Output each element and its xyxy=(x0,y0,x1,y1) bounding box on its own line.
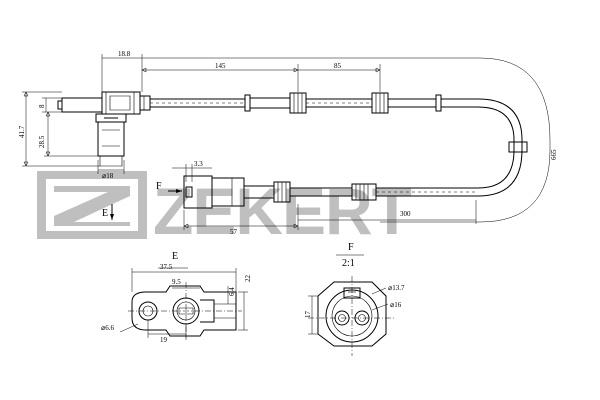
dim-28-5: 28.5 xyxy=(38,135,46,148)
dim-f-dia16: ⌀16 xyxy=(390,301,402,309)
view-arrow-f: F xyxy=(156,181,182,193)
dim-e-dia6-6: ⌀6.6 xyxy=(101,324,114,332)
dim-8: 8 xyxy=(38,104,46,108)
view-f-scale: 2:1 xyxy=(342,258,355,269)
dim-300: 300 xyxy=(400,210,411,218)
dim-665: 665 xyxy=(550,149,558,160)
view-e-arrow-label: E xyxy=(102,208,108,219)
dim-57: 57 xyxy=(230,228,238,236)
view-f-title: F xyxy=(348,242,354,253)
dim-e-22: 22 xyxy=(244,275,252,283)
view-e: E 37.5 9.5 6.4 22 ⌀6.6 19 xyxy=(101,251,252,344)
zekert-logo: ZEKERT xyxy=(37,171,413,248)
dim-e-6-4: 6.4 xyxy=(228,287,236,296)
dim-f-17: 17 xyxy=(304,311,312,319)
sensor-assembly xyxy=(57,91,151,167)
dim-e-19: 19 xyxy=(160,336,168,344)
dim-18-8: 18.8 xyxy=(118,50,131,58)
dim-41-7: 41.7 xyxy=(18,125,26,138)
dim-e-9-5: 9.5 xyxy=(172,278,181,286)
view-f-arrow-label: F xyxy=(156,181,162,192)
main-dimensions: 18.8 145 85 665 41.7 8 28.5 ⌀18 3.3 57 3 xyxy=(18,50,558,236)
dim-f-dia13-7: ⌀13.7 xyxy=(388,284,405,292)
zekert-wordmark: ZEKERT xyxy=(153,174,412,248)
dim-145: 145 xyxy=(215,62,226,70)
view-arrow-e: E xyxy=(102,204,114,220)
view-f: F 2:1 ⌀13.7 ⌀16 17 xyxy=(304,242,405,356)
sensor-cable xyxy=(150,92,528,209)
dim-e-37-5: 37.5 xyxy=(160,263,173,271)
dim-dia18: ⌀18 xyxy=(102,172,114,180)
dim-85: 85 xyxy=(334,62,342,70)
view-e-title: E xyxy=(172,251,178,262)
dim-3-3: 3.3 xyxy=(194,160,203,168)
